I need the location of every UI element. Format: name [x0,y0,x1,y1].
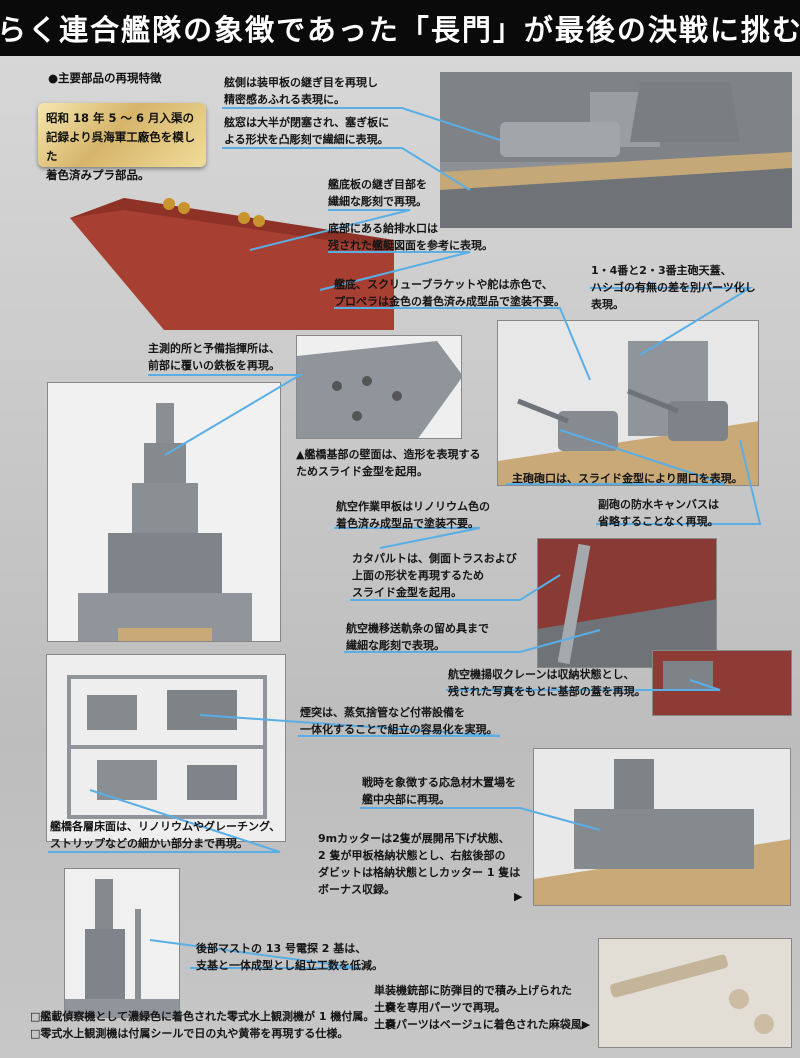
note-rail-fixtures: 航空機移送軌条の留め具まで 繊細な彫刻で表現。 [346,620,489,654]
intro-line: 昭和 18 年 5 ～ 6 月入渠の [46,111,195,125]
note-line: 艦底板の継ぎ目部を [328,178,427,191]
intro-line: 着色済みプラ部品。 [46,168,150,182]
photo-turrets [497,320,759,486]
note-line: 繊細な彫刻で再現。 [328,195,427,208]
note-line: 9mカッターは2隻が展開吊下げ状態、 [318,832,510,845]
photo-bridge-base [296,335,462,439]
note-line: ▲艦橋基部の壁面は、造形を表現する [296,448,481,461]
note-line: 煙突は、蒸気捨管など付帯設備を [300,706,465,719]
note-line: ためスライド金型を起用。 [296,465,428,478]
note-line: ストリップなどの細かい部分まで再現。 [50,837,248,850]
note-line: 繊細な彫刻で表現。 [346,639,445,652]
note-line: 単装機銃部に防弾目的で積み上げられた [374,984,572,997]
note-line: 残された艦艇図面を参考に表現。 [328,239,493,252]
note-rear-mast: 後部マストの 13 号電探 2 基は、 支基と一体成型とし組立工数を低減。 [196,940,383,974]
photo-rear-mast [64,868,180,1018]
note-crane: 航空機揚収クレーンは収納状態とし、 残された写真をもとに基部の蓋を再現。 [448,666,646,700]
note-line: ハシゴの有無の差を別パーツ化し [591,281,756,294]
note-cutter: 9mカッターは2隻が展開吊下げ状態、 2 隻が甲板格納状態とし、右舷後部の ダビ… [318,830,520,898]
note-gun-muzzle: 主砲砲口は、スライド金型により開口を表現。 [512,470,743,487]
note-bottom-seams: 艦底板の継ぎ目部を 繊細な彫刻で再現。 [328,176,427,210]
note-line: 一体化することで組立の容易化を実現。 [300,723,498,736]
note-line: 艦中央部に再現。 [362,793,450,806]
photo-sandbags [598,938,792,1048]
note-sandbags: 単装機銃部に防弾目的で積み上げられた 土嚢を専用パーツで再現。 土嚢パーツはベー… [374,982,590,1033]
continue-arrow: ▶ [514,890,523,903]
note-bridge-base: ▲艦橋基部の壁面は、造形を表現する ためスライド金型を起用。 [296,446,480,480]
note-bridge-floors: 艦橋各層床面は、リノリウムやグレーチング、 ストリップなどの細かい部分まで再現。 [50,818,280,852]
intro-box: 昭和 18 年 5 ～ 6 月入渠の 記録より呉海軍工廠色を模した 着色済みプラ… [38,103,206,182]
note-line: 後部マストの 13 号電探 2 基は、 [196,942,367,955]
note-hull-armor: 舷側は装甲板の継ぎ目を再現し 精密感あふれる表現に。 [224,74,378,108]
intro-line: 記録より呉海軍工廠色を模した [46,130,196,163]
note-canvas: 副砲の防水キャンバスは 省略することなく再現。 [598,496,719,530]
section-title: ●主要部品の再現特徴 [48,71,162,85]
note-line: □零式水上観測機は付属シールで日の丸や黄帯を再現する仕様。 [30,1027,349,1040]
photo-hull-side [440,72,792,228]
note-line: 支基と一体成型とし組立工数を低減。 [196,959,383,972]
note-line: 舷窓は大半が閉塞され、塞ぎ板に [224,116,390,129]
note-line: 航空機移送軌条の留め具まで [346,622,489,635]
note-line: 1・4番と2・3番主砲天蓋、 [591,264,732,277]
note-line: ダビットは格納状態としカッター 1 隻は [318,866,521,879]
note-line: 前部に覆いの鉄板を再現。 [148,359,280,372]
note-line: プロペラは金色の着色済み成型品で塗装不要。 [334,295,565,308]
note-aviation-deck: 航空作業甲板はリノリウム色の 着色済み成型品で塗装不要。 [336,498,490,532]
note-line: 主砲砲口は、スライド金型により開口を表現。 [512,472,743,485]
note-line: よる形状を凸彫刻で繊細に表現。 [224,133,389,146]
note-line: 精密感あふれる表現に。 [224,93,345,106]
note-portholes: 舷窓は大半が閉塞され、塞ぎ板に よる形状を凸彫刻で繊細に表現。 [224,114,389,148]
note-line: 残された写真をもとに基部の蓋を再現。 [448,685,646,698]
note-line: 舷側は装甲板の継ぎ目を再現し [224,76,378,89]
note-funnel: 煙突は、蒸気捨管など付帯設備を 一体化することで組立の容易化を実現。 [300,704,498,738]
page-title: 長らく連合艦隊の象徴であった「長門」が最後の決戦に挑む！ [0,13,800,47]
note-line: 省略することなく再現。 [598,515,719,528]
note-line: 上面の形状を再現するため [352,569,484,582]
note-rangefinder: 主測的所と予備指揮所は、 前部に覆いの鉄板を再現。 [148,340,280,374]
note-line: 表現。 [591,298,624,311]
note-line: 艦底、スクリューブラケットや舵は赤色で、 [334,278,553,291]
note-line: 副砲の防水キャンバスは [598,498,719,511]
note-line: 着色済み成型品で塗装不要。 [336,517,479,530]
note-line: 主測的所と予備指揮所は、 [148,342,280,355]
note-red-bottom: 艦底、スクリューブラケットや舵は赤色で、 プロペラは金色の着色済み成型品で塗装不… [334,276,565,310]
note-line: ボーナス収録。 [318,883,395,896]
note-line: 戦時を象徴する応急材木置場を [362,776,516,789]
photo-midship [533,748,791,906]
note-line: スライド金型を起用。 [352,586,462,599]
note-turret-roofs: 1・4番と2・3番主砲天蓋、 ハシゴの有無の差を別パーツ化し 表現。 [591,262,756,313]
photo-crane [652,650,792,716]
note-line: 航空作業甲板はリノリウム色の [336,500,490,513]
note-line: 2 隻が甲板格納状態とし、右舷後部の [318,849,506,862]
note-timber-storage: 戦時を象徴する応急材木置場を 艦中央部に再現。 [362,774,516,808]
note-line: カタパルトは、側面トラスおよび [352,552,517,565]
note-line: 航空機揚収クレーンは収納状態とし、 [448,668,635,681]
note-line: 艦橋各層床面は、リノリウムやグレーチング、 [50,820,281,833]
header-banner: 長らく連合艦隊の象徴であった「長門」が最後の決戦に挑む！ [0,0,800,56]
note-line: 土嚢を専用パーツで再現。 [374,1001,506,1014]
note-intake: 底部にある給排水口は 残された艦艇図面を参考に表現。 [328,220,493,254]
photo-catapult [537,538,717,668]
note-floatplane: □艦載偵察機として濃緑色に着色された零式水上観測機が 1 機付属。 □零式水上観… [30,1008,374,1042]
photo-bridge-front [47,382,281,642]
note-line: 底部にある給排水口は [328,222,438,235]
note-catapult: カタパルトは、側面トラスおよび 上面の形状を再現するため スライド金型を起用。 [352,550,517,601]
note-line: 土嚢パーツはベージュに着色された麻袋風▶ [374,1018,591,1031]
note-line: □艦載偵察機として濃緑色に着色された零式水上観測機が 1 機付属。 [30,1010,375,1023]
